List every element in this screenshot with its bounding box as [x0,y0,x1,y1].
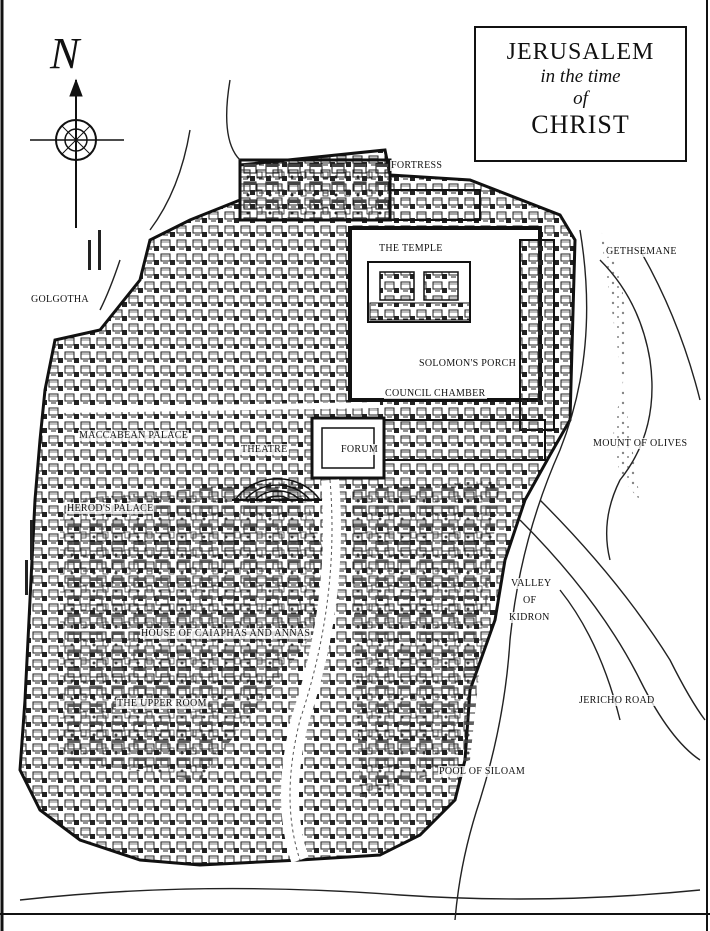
label-of: OF [522,595,538,606]
label-fortress: FORTRESS [390,160,444,171]
compass-rose-icon [30,78,124,228]
map-title-line4: CHRIST [531,110,630,139]
label-maccabean-palace: MACCABEAN PALACE [78,430,190,441]
fortress [238,158,392,222]
north-indicator: N [50,29,80,78]
map-title-line2: in the time [540,66,621,87]
label-upper-room: THE UPPER ROOM [116,698,208,709]
label-gethsemane: GETHSEMANE [605,246,678,257]
label-herods-palace: HEROD'S PALACE [66,503,155,514]
map-title-box: JERUSALEM in the time of CHRIST [474,26,687,162]
label-theatre: THEATRE [240,444,289,455]
label-mount-of-olives: MOUNT OF OLIVES [592,438,689,449]
map-title-line1: JERUSALEM [506,39,655,65]
label-council-chamber: COUNCIL CHAMBER [384,388,487,399]
label-temple: THE TEMPLE [378,243,444,254]
theatre [232,477,322,501]
label-house-of-caiaphas: HOUSE OF CAIAPHAS AND ANNAS [140,628,312,639]
label-pool-of-siloam: POOL OF SILOAM [438,766,527,777]
label-forum: FORUM [340,444,380,455]
label-valley: VALLEY [510,578,553,589]
label-golgotha: GOLGOTHA [30,294,90,305]
jericho-road [519,519,701,761]
map-title-line3: of [573,88,588,109]
label-kidron: KIDRON [508,612,551,623]
label-solomons-porch: SOLOMON'S PORCH [418,358,518,369]
label-jericho-road: JERICHO ROAD [578,695,656,706]
